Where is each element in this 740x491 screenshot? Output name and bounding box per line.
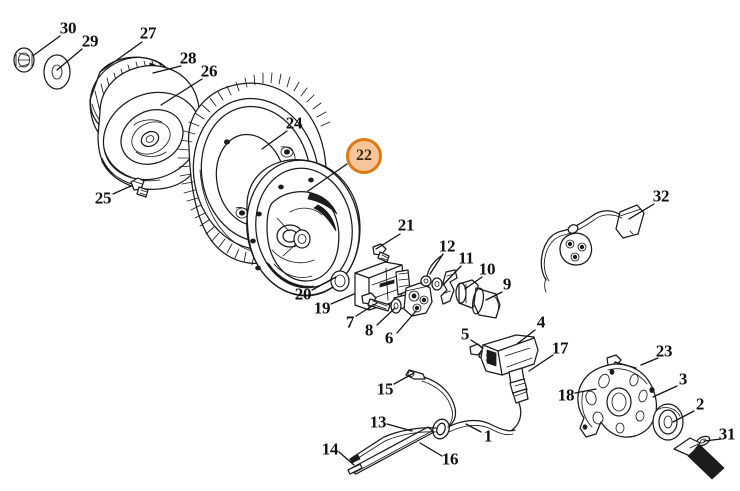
callout-30[interactable]: 30 [59,18,77,38]
part-3-backing-plate [577,363,658,438]
part-7-screw [361,292,391,312]
leader-4 [516,329,536,345]
callout-7[interactable]: 7 [345,312,355,332]
part-21-screw [372,243,390,263]
callout-8[interactable]: 8 [364,320,374,340]
callout-15[interactable]: 15 [376,379,394,399]
leader-23 [640,357,659,366]
highlight-leader [307,163,348,192]
leader-6 [396,310,417,334]
callout-19[interactable]: 19 [313,298,331,318]
callout-29[interactable]: 29 [81,31,99,51]
callout-1[interactable]: 1 [483,426,493,446]
callout-23[interactable]: 23 [655,341,673,361]
leader-7 [355,302,378,317]
callout-21[interactable]: 21 [397,215,415,235]
leader-12 [429,253,444,275]
part-17-connector [509,378,529,431]
leader-15 [393,372,415,385]
callout-16[interactable]: 16 [441,449,459,469]
part-15-cable-terminal [405,369,426,380]
leader-1 [465,423,482,433]
leader-5 [470,339,484,349]
cable-assembly [347,376,516,475]
callout-14[interactable]: 14 [321,439,339,459]
leader-31 [703,438,722,442]
leader-27 [99,41,143,73]
leader-25 [112,185,132,195]
part-11-contact-breaker [431,269,458,305]
callout-18[interactable]: 18 [557,385,575,405]
callout-20[interactable]: 20 [294,284,312,304]
part-32-spark-plug-boot [540,204,645,293]
callout-5[interactable]: 5 [460,324,470,344]
part-2-bushing [652,403,684,441]
highlight-badge-number: 22 [356,147,372,164]
part-25-screw [130,177,149,198]
leader-9 [485,291,503,301]
part-30-nut [13,47,35,73]
callout-10[interactable]: 10 [478,259,496,279]
part-22-flywheel-rotor [246,159,361,297]
leader-26 [160,78,203,106]
part-20-grommet [330,270,350,292]
callout-4[interactable]: 4 [536,312,546,332]
leader-18 [574,388,597,394]
callout-24[interactable]: 24 [285,113,303,133]
callout-31[interactable]: 31 [718,424,736,444]
leader-28 [152,65,182,74]
leader-16 [419,442,443,457]
leader-8 [376,307,396,326]
leader-10 [464,276,483,290]
leader-29 [56,48,83,71]
leader-14 [338,451,355,466]
callout-32[interactable]: 32 [652,186,670,206]
callout-6[interactable]: 6 [384,328,394,348]
part-9-condenser [471,287,501,319]
leader-19 [330,293,355,305]
callout-26[interactable]: 26 [200,61,218,81]
callout-3[interactable]: 3 [678,369,688,389]
callout-11[interactable]: 11 [458,248,474,268]
callout-25[interactable]: 25 [94,188,112,208]
leader-3 [652,385,678,398]
part-6-terminal-block [403,282,433,317]
part-29-washer [43,54,71,90]
leader-lines [33,35,722,466]
leader-11 [442,265,462,286]
leader-21 [375,233,401,250]
callout-27[interactable]: 27 [139,23,157,43]
leader-24 [261,130,288,150]
callout-9[interactable]: 9 [502,274,512,294]
callout-28[interactable]: 28 [179,48,197,68]
part-4-ignition-module [480,334,539,385]
shaft-tool [673,437,725,480]
highlight-badge-22[interactable]: 22 [346,138,382,174]
leader-20 [311,276,337,291]
callout-17[interactable]: 17 [551,338,569,358]
leader-13 [386,423,413,432]
callout-2[interactable]: 2 [695,394,705,414]
leader-17 [528,354,554,372]
callout-12[interactable]: 12 [438,236,456,256]
callout-13[interactable]: 13 [369,412,387,432]
leader-2 [672,410,695,423]
leader-32 [628,203,655,220]
part-12-contact-spring [420,255,442,287]
leader-30 [33,35,61,56]
